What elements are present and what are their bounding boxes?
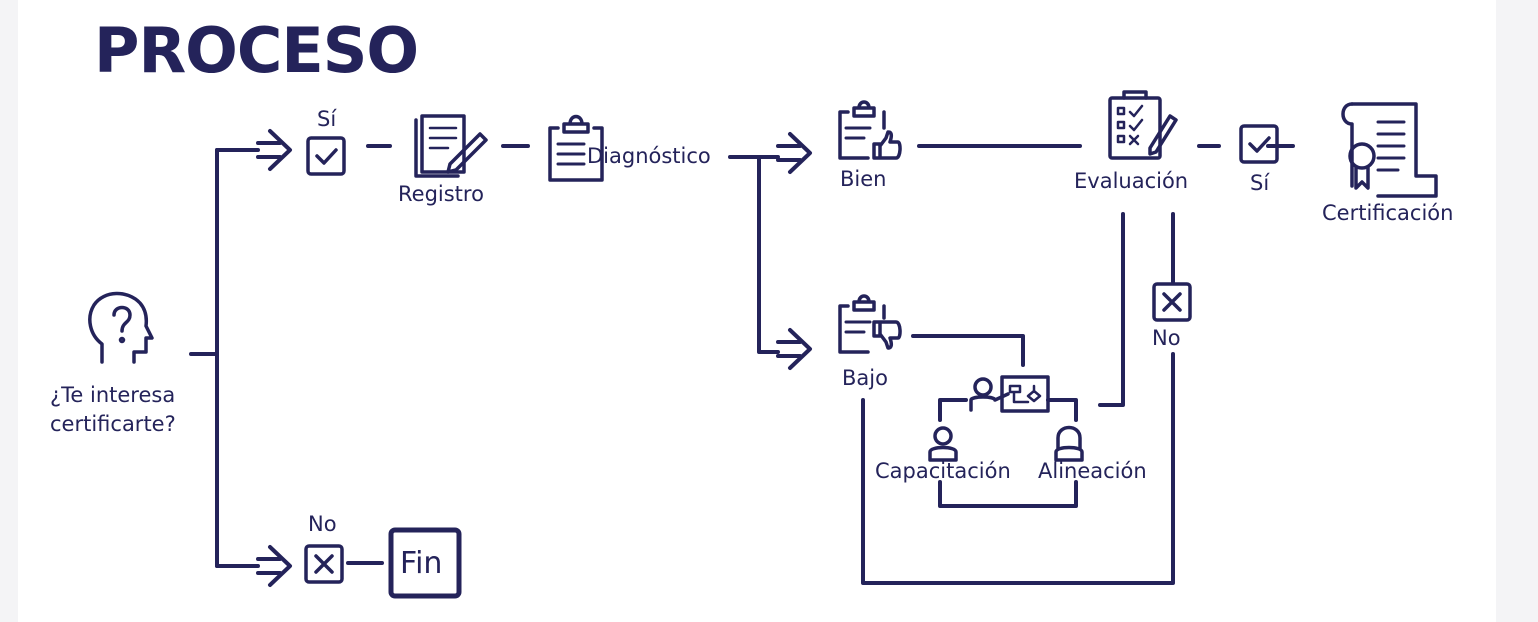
alineacion-label: Alineación [1038,459,1147,483]
document-pen-icon [414,114,488,178]
yes-top-label: Sí [317,107,337,131]
fin-label: Fin [400,546,443,581]
arrow-to-bien [776,132,812,174]
fin-box-icon [388,527,462,599]
arrow-to-yes [256,129,292,171]
checkbox-x-icon [304,544,344,584]
arrow-to-no [256,545,292,587]
checkbox-x-icon [1152,282,1192,322]
no-eval-label: No [1152,326,1181,350]
question-line-1: ¿Te interesa [50,383,176,407]
arrow-to-bajo [776,328,812,370]
checkbox-check-icon [1239,124,1279,164]
no-bottom-label: No [308,512,337,536]
diagram-canvas: PROCESO [18,0,1496,622]
question-label: ¿Te interesa certificarte? [50,381,176,439]
head-question-icon [88,291,154,364]
page-title: PROCESO [94,14,419,87]
checkbox-check-icon [306,136,346,176]
clipboard-thumbs-up-icon [838,100,902,160]
bajo-label: Bajo [842,366,888,390]
diagnostico-label: Diagnóstico [587,144,711,168]
arrows [256,129,812,587]
certificacion-label: Certificación [1322,201,1454,225]
bien-label: Bien [840,167,887,191]
certificate-scroll-icon [1341,102,1438,198]
evaluacion-label: Evaluación [1074,169,1189,193]
clipboard-thumbs-down-icon [838,294,902,354]
person-icon [1054,425,1084,462]
question-line-2: certificarte? [50,412,176,436]
process-flow-diagram [88,90,1438,599]
presenter-board-icon [969,375,1050,413]
capacitacion-label: Capacitación [875,459,1011,483]
connectors [189,144,1295,585]
registro-label: Registro [398,182,484,206]
person-icon [928,426,958,462]
clipboard-icon [548,114,604,182]
checklist-pen-icon [1108,90,1178,160]
yes-eval-label: Sí [1250,171,1270,195]
